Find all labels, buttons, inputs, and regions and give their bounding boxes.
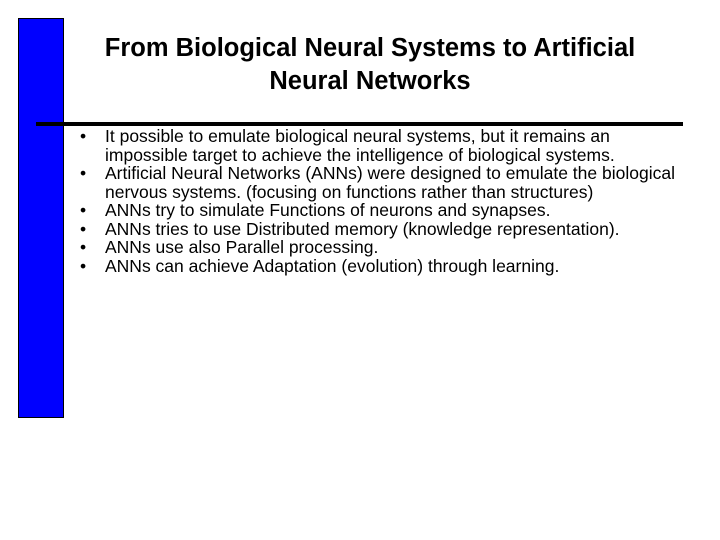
bullet-text: Artificial Neural Networks (ANNs) were d… <box>105 163 675 202</box>
bullet-item: • It possible to emulate biological neur… <box>80 127 680 164</box>
bullet-text: ANNs use also Parallel processing. <box>105 237 379 257</box>
bullet-text: ANNs tries to use Distributed memory (kn… <box>105 218 620 239</box>
slide-title: From Biological Neural Systems to Artifi… <box>104 34 636 95</box>
bullet-text: ANNs try to simulate Functions of neuron… <box>105 200 551 220</box>
bullet-item: • ANNs use also Parallel processing. <box>80 238 680 257</box>
bullet-item: • ANNs try to simulate Functions of neur… <box>80 201 680 220</box>
bullet-icon: • <box>80 218 87 239</box>
bullet-item: • Artificial Neural Networks (ANNs) were… <box>80 164 680 201</box>
bullet-text: ANNs can achieve Adaptation (evolution) … <box>105 255 560 276</box>
bullet-icon: • <box>80 200 87 220</box>
bullet-icon: • <box>80 237 87 257</box>
bullet-text: It possible to emulate biological neural… <box>105 126 615 165</box>
title-divider <box>36 122 683 126</box>
bullet-item: • ANNs tries to use Distributed memory (… <box>80 218 680 239</box>
bullet-icon: • <box>80 255 87 276</box>
side-accent-bar <box>18 18 64 418</box>
bullet-list: • It possible to emulate biological neur… <box>80 127 680 275</box>
bullet-icon: • <box>80 126 87 146</box>
bullet-icon: • <box>80 163 87 183</box>
bullet-item: • ANNs can achieve Adaptation (evolution… <box>80 255 680 276</box>
